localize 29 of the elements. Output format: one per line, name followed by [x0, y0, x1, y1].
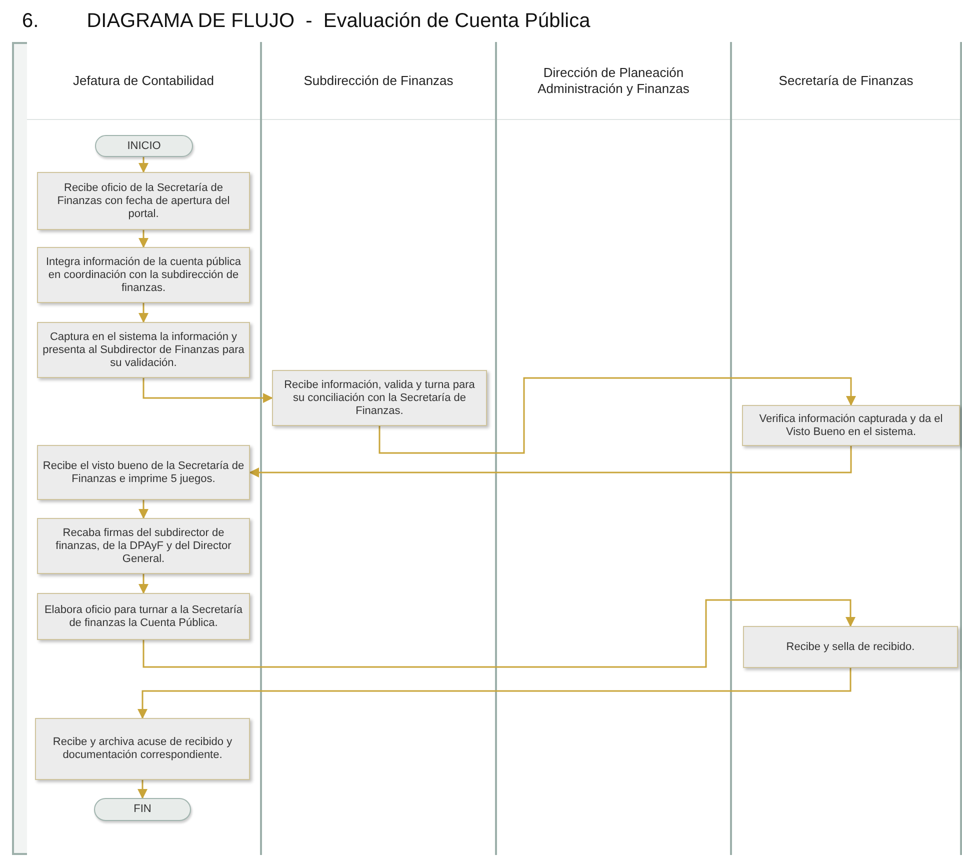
arrow: [138, 230, 148, 248]
section-number: 6.: [22, 9, 39, 34]
terminal-pill: FIN: [94, 798, 191, 821]
lane-header: Jefatura de Contabilidad: [73, 72, 214, 88]
process-box: Recibe y sella de recibido.: [743, 626, 958, 668]
process-box: Elabora oficio para turnar a la Secretaría de finanzas la Cuenta Pública.: [37, 593, 250, 640]
arrow: [138, 668, 852, 719]
arrow: [138, 500, 148, 519]
terminal-pill: INICIO: [95, 135, 193, 157]
process-box: Recibe oficio de la Secretaría de Finanzas con fecha de apertura del portal.: [37, 172, 250, 230]
lane-header: Subdirección de Finanzas: [304, 72, 454, 88]
process-box: Recibe información, valida y turna para su conciliación con la Secretaría de Finanzas.: [272, 370, 487, 426]
process-box: Captura en el sistema la información y presenta al Subdirector de Finanzas para su validación.: [37, 322, 250, 378]
arrow: [138, 780, 148, 799]
arrow: [138, 303, 148, 323]
process-box: Recaba firmas del subdirector de finanzas, de la DPAyF y del Director General.: [37, 518, 250, 574]
arrow: [138, 156, 148, 173]
process-box: Integra información de la cuenta pública en coordinación con la subdirección de finanzas.: [37, 247, 250, 303]
arrow: [142, 378, 273, 403]
arrow: [138, 574, 148, 594]
arrow: [142, 599, 856, 668]
diagram-title: DIAGRAMA DE FLUJO - Evaluación de Cuenta Pública: [86, 9, 590, 34]
process-box: Verifica información capturada y da el Visto Bueno en el sistema.: [742, 405, 960, 446]
arrow: [249, 446, 852, 478]
process-box: Recibe y archiva acuse de recibido y documentación correspondiente.: [35, 718, 250, 780]
arrow: [378, 377, 856, 454]
process-box: Recibe el visto bueno de la Secretaría de Finanzas e imprime 5 juegos.: [37, 445, 250, 500]
lane-header: Secretaría de Finanzas: [778, 72, 914, 88]
lane-header: Dirección de Planeación Administración y Finanzas: [536, 64, 690, 96]
